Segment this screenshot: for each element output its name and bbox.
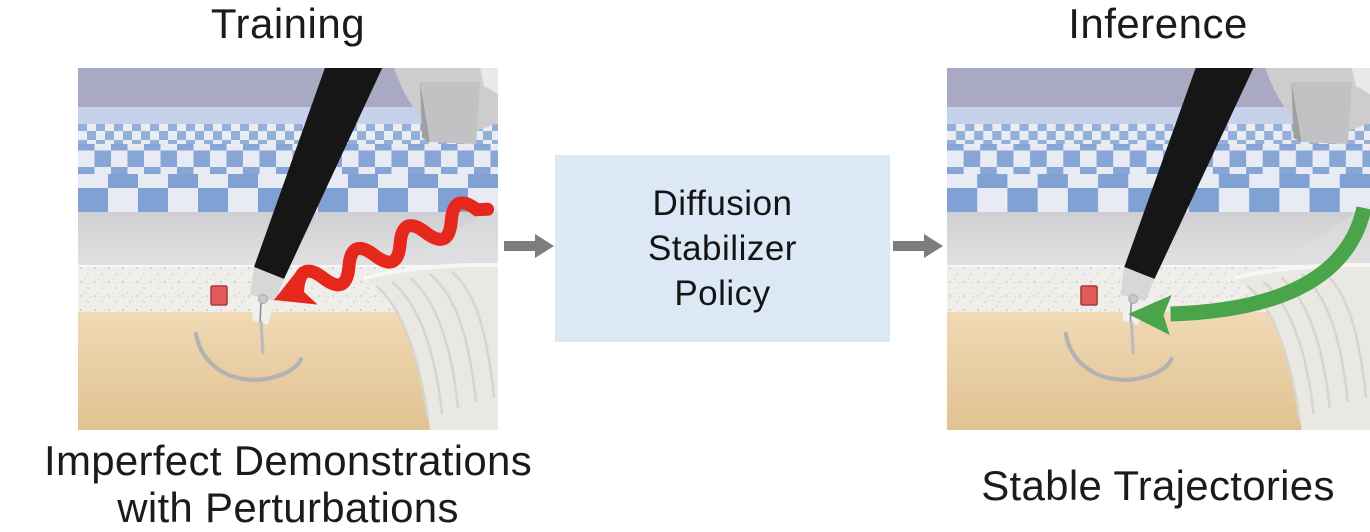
flow-arrow-icon: [504, 234, 554, 258]
stable-arrow-icon: [1128, 206, 1370, 335]
diffusion-stabilizer-policy-box: Diffusion Stabilizer Policy: [555, 155, 890, 342]
instrument-shaft: [1124, 68, 1254, 279]
policy-box-line: Diffusion: [652, 184, 793, 223]
checkerboard-floor: [947, 124, 1370, 144]
instrument-shaft: [254, 68, 383, 279]
training-caption-line1: Imperfect Demonstrations: [43, 437, 533, 484]
robot-arm-housing: [1265, 68, 1370, 144]
suture-needle: [1063, 331, 1174, 382]
inference-title: Inference: [1068, 0, 1248, 47]
instrument-gripper: [250, 267, 284, 355]
training-title: Training: [210, 0, 366, 47]
inference-image: [947, 68, 1370, 430]
target-marker: [1080, 285, 1098, 306]
training-caption: Imperfect Demonstrations with Perturbati…: [0, 437, 576, 531]
flow-arrow-icon: [893, 234, 943, 258]
tray-corner-wall: [363, 262, 498, 430]
suture-needle: [193, 331, 304, 382]
target-marker: [210, 285, 228, 306]
policy-box-line: Policy: [674, 274, 771, 313]
training-scene: [78, 68, 498, 430]
inference-caption: Stable Trajectories: [981, 462, 1335, 509]
floor-horizon: [78, 107, 498, 125]
floor-horizon: [947, 107, 1370, 125]
policy-box-line: Stabilizer: [648, 229, 797, 268]
robot-arm-housing: [394, 68, 498, 144]
inference-scene: [947, 68, 1370, 430]
training-image: [78, 68, 498, 430]
perturbation-arrow-icon: [274, 196, 495, 305]
checkerboard-floor: [78, 124, 498, 144]
training-caption-line2: with Perturbations: [117, 484, 459, 531]
